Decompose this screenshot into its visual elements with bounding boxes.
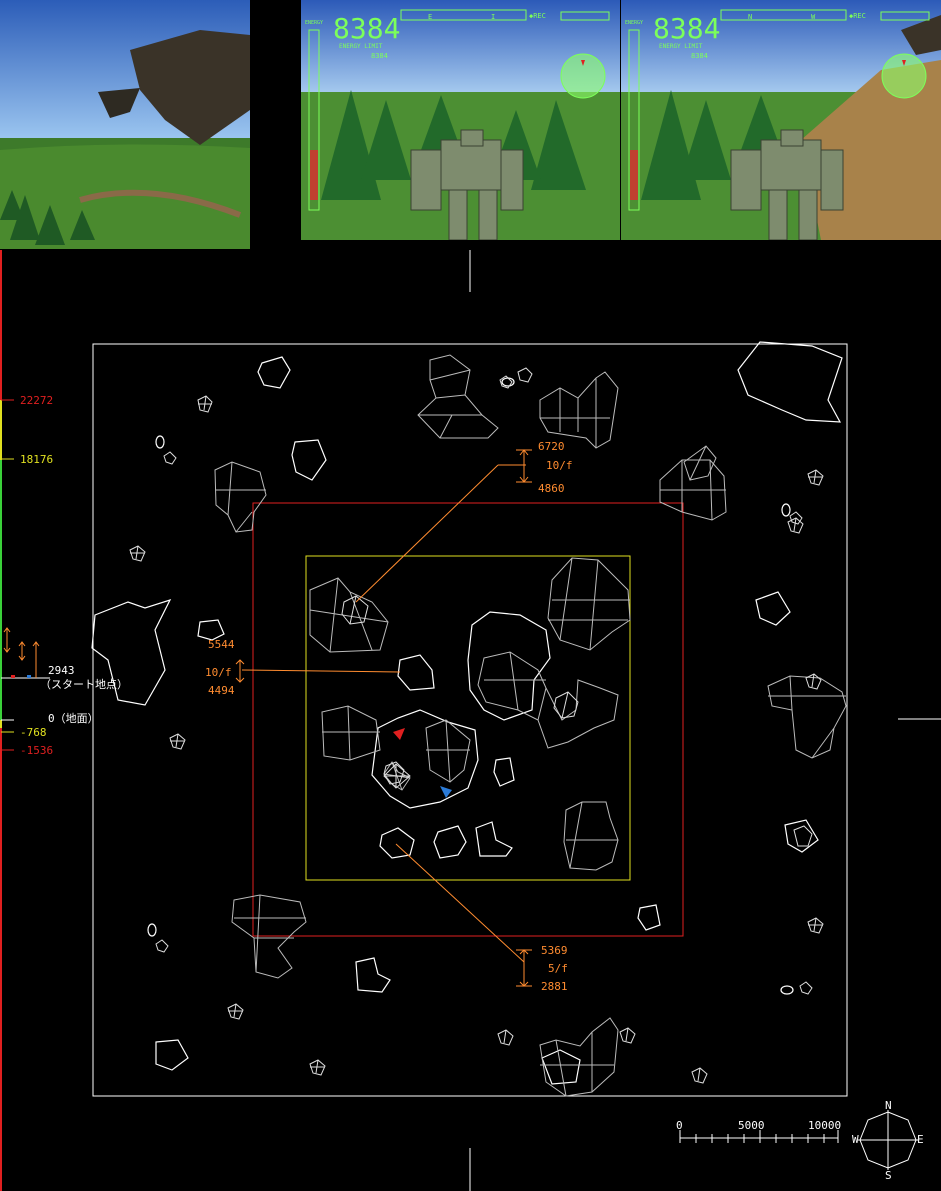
energy-limit-label: ENERGY LIMIT	[659, 43, 703, 50]
compass-heading-b: W	[811, 13, 816, 21]
annotation-bottom-rate: 5/f	[548, 962, 568, 975]
altitude-lower: -768	[20, 726, 47, 739]
landscape-screenshot	[0, 0, 250, 249]
annotation-top-rate: 10/f	[546, 459, 573, 472]
radar-icon	[881, 53, 927, 99]
scale-bar: 0 5000 10000	[676, 1119, 841, 1143]
inner-boundary	[305, 555, 631, 881]
compass-rose-icon: N S E W	[852, 1099, 924, 1182]
compass-heading-a: N	[748, 13, 752, 21]
island-outlines	[91, 341, 843, 1085]
energy-label: ENERGY	[625, 20, 643, 26]
annotation-mid-rate: 10/f	[205, 666, 232, 679]
game-screenshot-left: ENERGY 8384 ENERGY LIMIT 8384 E I ◆REC	[301, 0, 620, 240]
altitude-ground: 0（地面）	[48, 712, 99, 725]
rec-label: ◆REC	[529, 12, 546, 20]
compass-n: N	[885, 1099, 892, 1112]
energy-value: 8384	[333, 12, 400, 45]
wireframe-structures	[214, 354, 847, 1097]
compass-s: S	[885, 1169, 892, 1182]
game-screenshot-right: ENERGY 8384 ENERGY LIMIT 8384 N W ◆REC	[621, 0, 941, 240]
annotation-bottom-low: 2881	[541, 980, 568, 993]
player-marker-icon	[393, 728, 405, 740]
altitude-max: 22272	[20, 394, 53, 407]
enemy-marker-icon	[440, 786, 452, 798]
crystal-markers	[129, 367, 824, 1084]
energy-value: 8384	[653, 12, 720, 45]
altitude-min: -1536	[20, 744, 53, 757]
energy-label: ENERGY	[305, 20, 323, 26]
altitude-start: 2943	[48, 664, 75, 677]
altitude-gauge: 22272 18176 2943 （スタート地点） 0（地面） -768 -15…	[0, 250, 128, 1191]
rec-label: ◆REC	[849, 12, 866, 20]
energy-limit-value: 8384	[691, 52, 708, 60]
annotation-mid-low: 4494	[208, 684, 235, 697]
annotation-top-low: 4860	[538, 482, 565, 495]
altitude-start-note: （スタート地点）	[40, 678, 128, 691]
middle-boundary	[252, 502, 684, 937]
compass-e: E	[917, 1133, 924, 1146]
altitude-upper: 18176	[20, 453, 53, 466]
annotation-bottom-high: 5369	[541, 944, 568, 957]
energy-limit-label: ENERGY LIMIT	[339, 43, 383, 50]
annotation-leaders	[235, 449, 532, 987]
scale-mid: 5000	[738, 1119, 765, 1132]
stage-map: 22272 18176 2943 （スタート地点） 0（地面） -768 -15…	[0, 250, 941, 1191]
outer-boundary	[92, 343, 848, 1097]
compass-w: W	[852, 1133, 859, 1146]
compass-heading-b: I	[491, 13, 495, 21]
annotation-top-high: 6720	[538, 440, 565, 453]
annotation-mid-high: 5544	[208, 638, 235, 651]
scale-max: 10000	[808, 1119, 841, 1132]
energy-limit-value: 8384	[371, 52, 388, 60]
radar-icon	[560, 53, 606, 99]
compass-heading-a: E	[428, 13, 432, 21]
scale-zero: 0	[676, 1119, 683, 1132]
